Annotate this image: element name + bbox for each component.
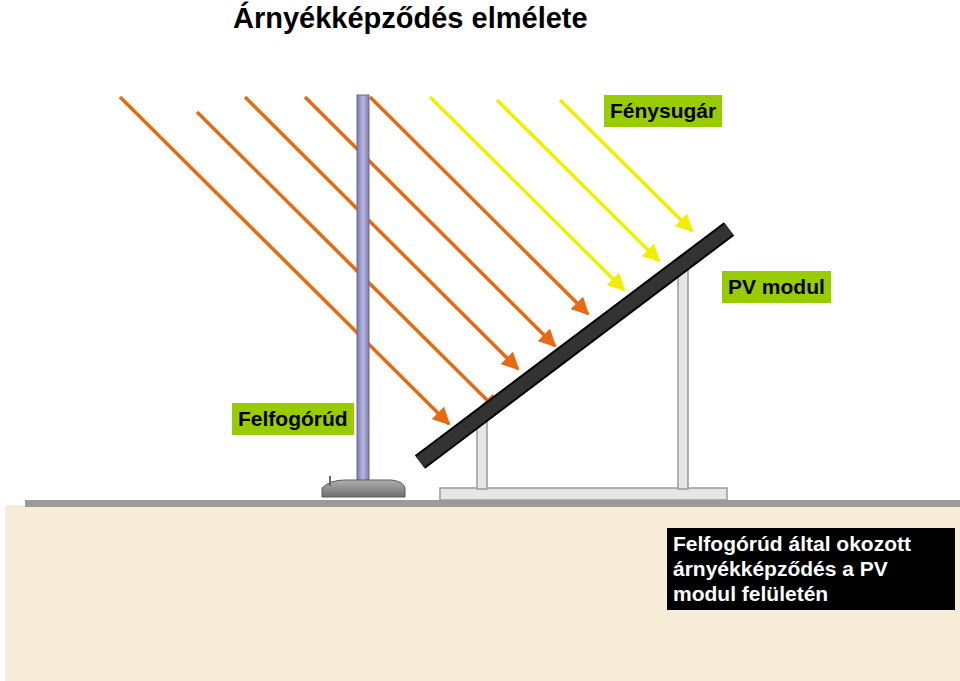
node-text: Felfogórúd	[238, 406, 348, 432]
callout-label: PV modul	[722, 271, 831, 303]
callout-label: Felfogórúd	[232, 403, 354, 435]
pv-module	[420, 229, 729, 462]
node-text: Fénysugár	[610, 98, 716, 124]
light-rays	[120, 97, 692, 424]
rod-base	[322, 480, 405, 497]
stand-post	[678, 268, 688, 489]
lightning-rod	[357, 95, 369, 485]
node-text: PV modul	[728, 274, 825, 300]
callout-label: Fénysugár	[604, 95, 722, 127]
node-text: Felfogórúd által okozott árnyékképződés …	[673, 531, 949, 607]
diagram-title: Árnyékképződés elmélete	[233, 2, 588, 35]
rod-base-pin	[329, 476, 331, 486]
stand-base	[440, 488, 727, 500]
ground-line	[25, 500, 960, 507]
pv-module-face	[420, 229, 729, 462]
caption-box: Felfogórúd által okozott árnyékképződés …	[667, 528, 955, 610]
ground	[5, 505, 960, 681]
